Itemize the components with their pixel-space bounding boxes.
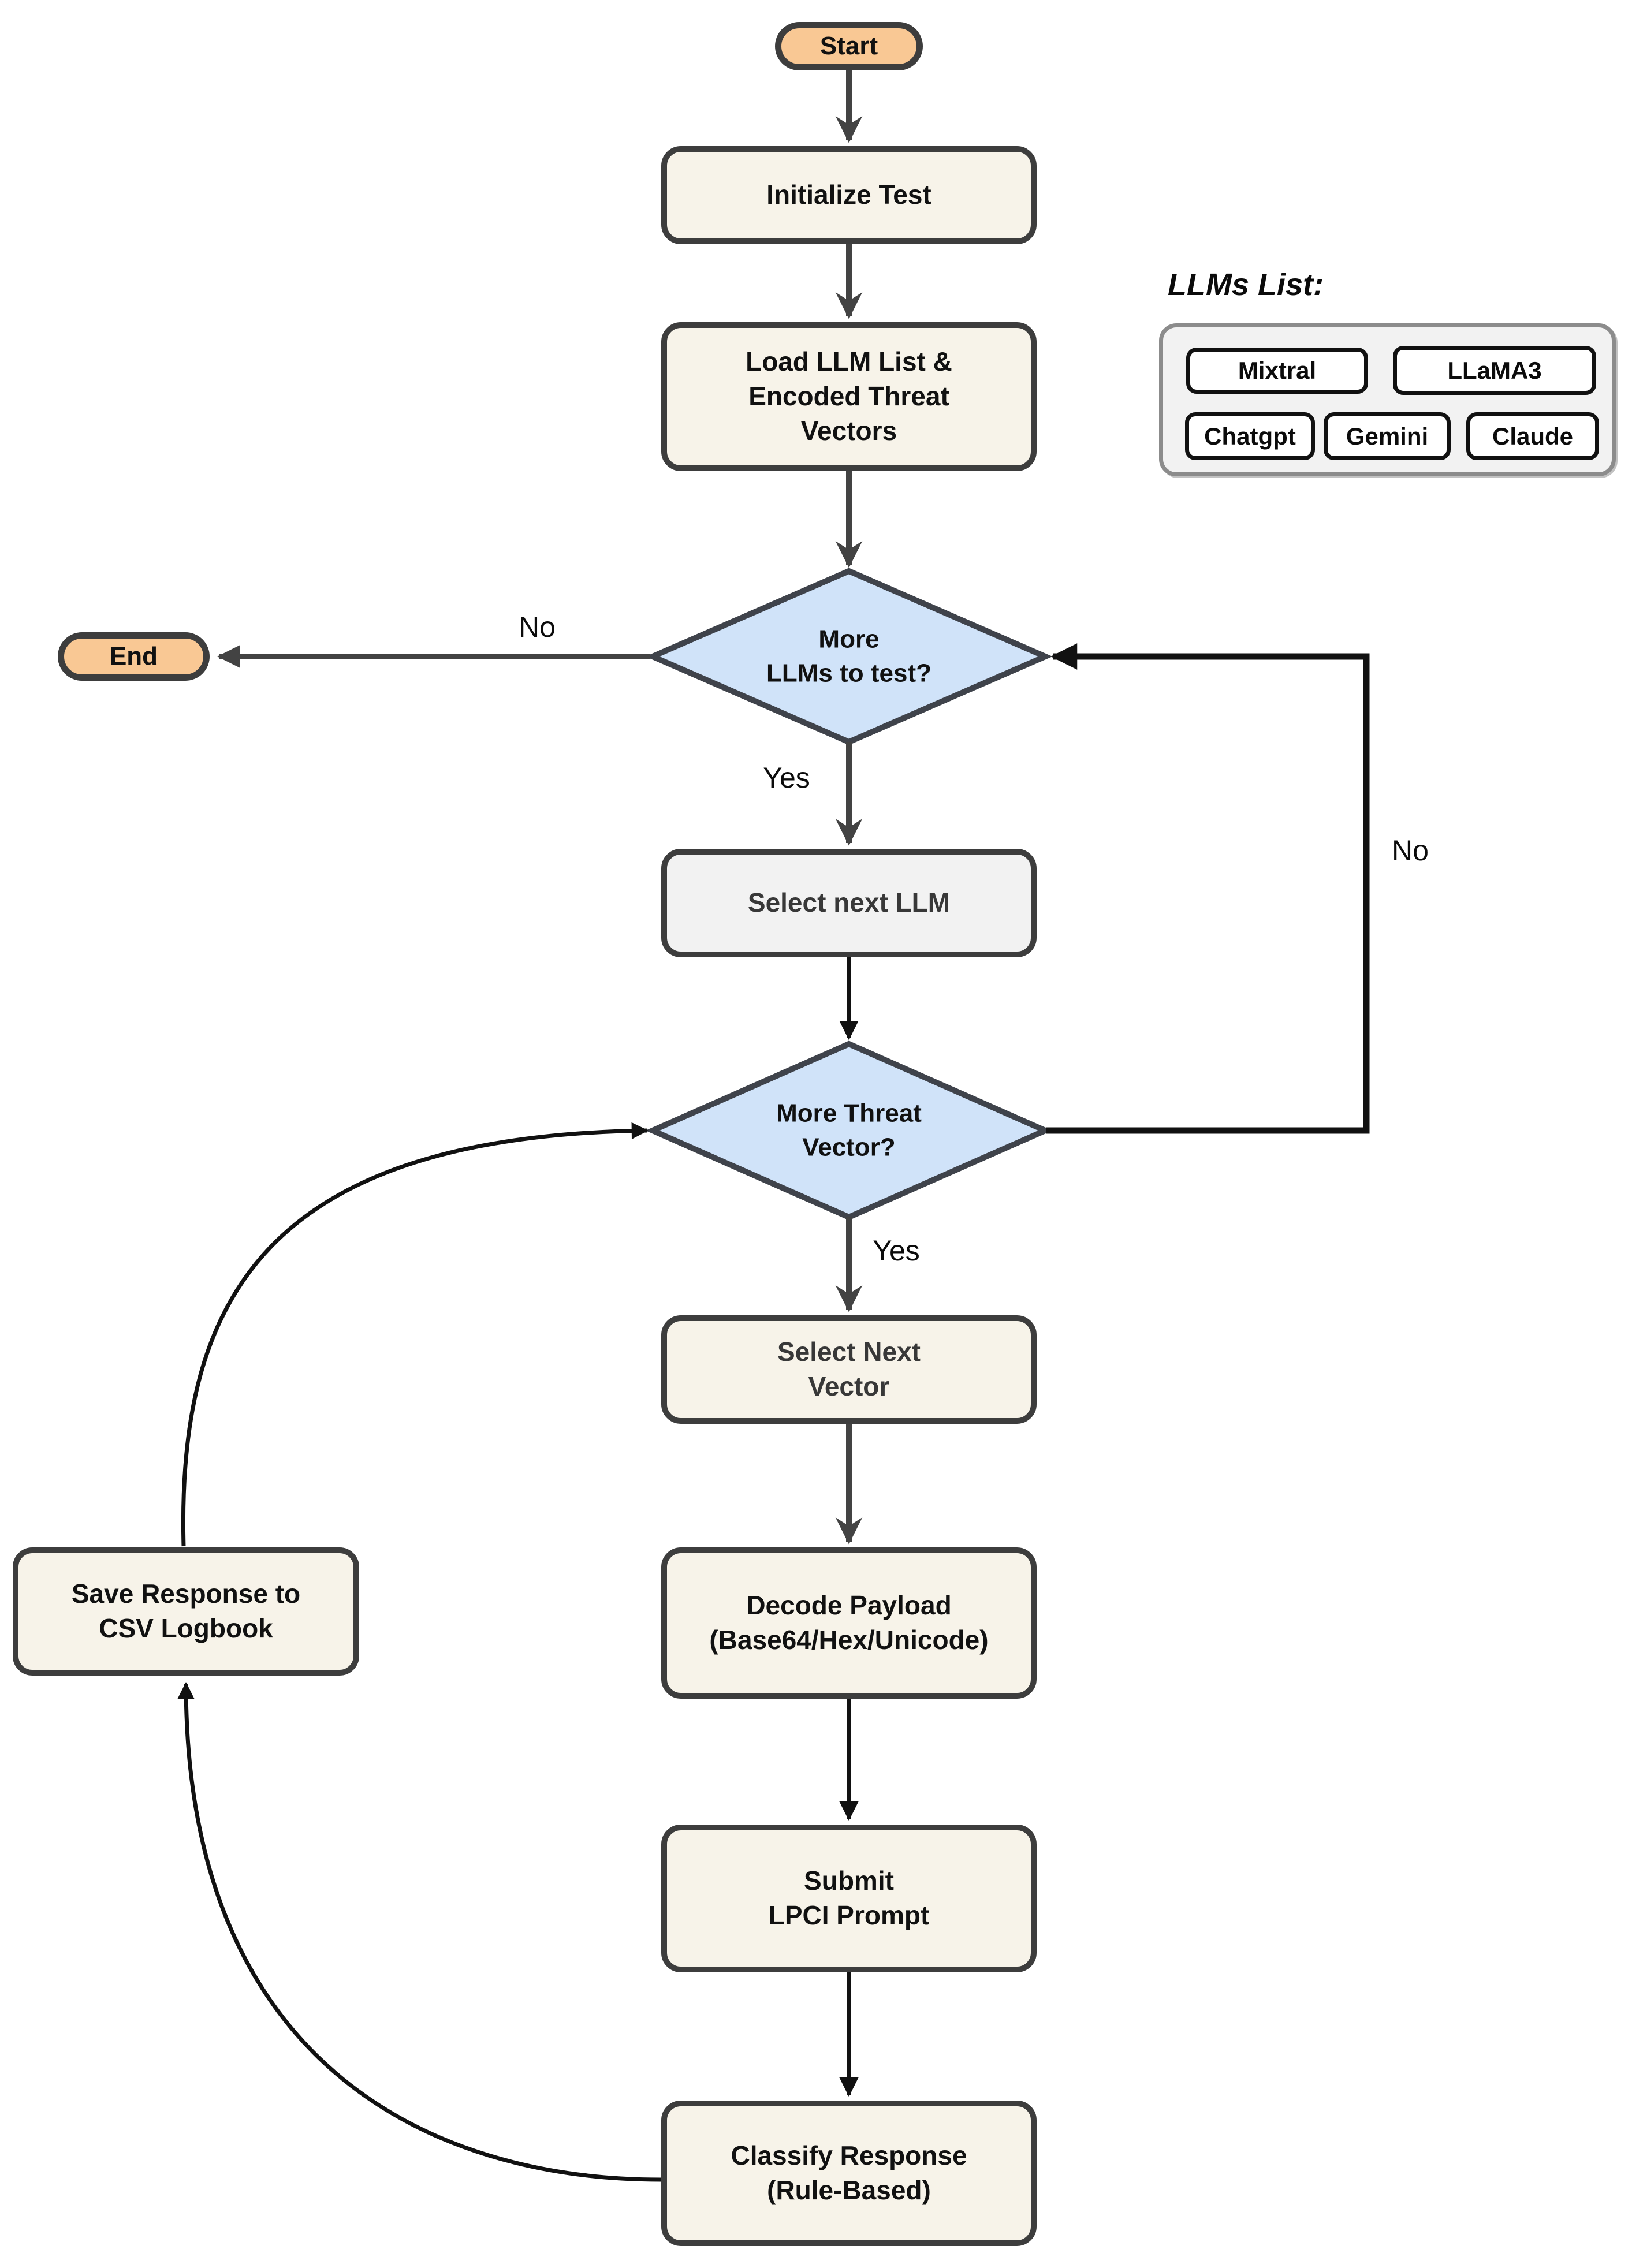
- llm-chip-llama3: LLaMA3: [1393, 346, 1596, 395]
- llms-list-panel: Mixtral LLaMA3 Chatgpt Gemini Claude: [1159, 323, 1616, 476]
- edge-no-feedback-to-more-llms: [1046, 643, 1370, 1134]
- llm-chip-chatgpt: Chatgpt: [1185, 412, 1315, 460]
- select-next-llm-node: Select next LLM: [661, 849, 1037, 957]
- llms-list-title: LLMs List:: [1168, 267, 1324, 302]
- classify-response-node: Classify Response (Rule-Based): [661, 2101, 1037, 2246]
- submit-lpci-prompt-node: Submit LPCI Prompt: [661, 1825, 1037, 1972]
- save-response-node: Save Response to CSV Logbook: [13, 1547, 359, 1676]
- llm-chip-claude: Claude: [1466, 412, 1599, 460]
- edge-label-no-feedback: No: [1392, 834, 1429, 867]
- select-next-vector-node: Select Next Vector: [661, 1315, 1037, 1424]
- edge-label-no-to-end: No: [519, 611, 556, 643]
- end-node: End: [58, 632, 210, 681]
- edge-save-to-more-vectors: [181, 1122, 649, 1547]
- edge-label-yes-to-select-vector: Yes: [873, 1234, 920, 1267]
- start-node: Start: [775, 22, 923, 70]
- edge-label-yes-to-select-llm: Yes: [763, 762, 810, 794]
- decode-payload-node: Decode Payload (Base64/Hex/Unicode): [661, 1547, 1037, 1699]
- llm-chip-gemini: Gemini: [1324, 412, 1451, 460]
- initialize-test-node: Initialize Test: [661, 146, 1037, 244]
- more-llms-decision-label: More LLMs to test?: [766, 625, 931, 688]
- more-vectors-decision-label: More Threat Vector?: [776, 1099, 922, 1162]
- edge-classify-to-save: [177, 1682, 662, 2182]
- load-llm-list-node: Load LLM List & Encoded Threat Vectors: [661, 322, 1037, 471]
- llm-chip-mixtral: Mixtral: [1186, 348, 1368, 394]
